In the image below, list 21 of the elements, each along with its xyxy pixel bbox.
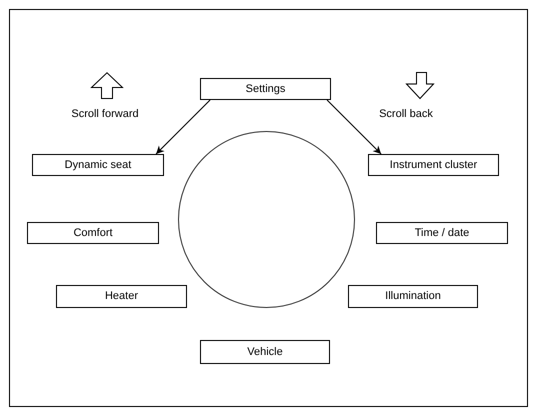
menu-item-box xyxy=(376,222,508,244)
menu-item-label: Illumination xyxy=(385,290,441,303)
scroll-direction-label: Scroll back xyxy=(379,108,433,121)
menu-item-label: Settings xyxy=(246,82,286,96)
menu-item-label: Instrument cluster xyxy=(390,158,478,172)
menu-item-label: Time / date xyxy=(414,226,470,240)
menu-item-label: Comfort xyxy=(73,226,113,240)
menu-item-box xyxy=(200,340,330,364)
menu-item-box xyxy=(32,154,164,176)
arrow xyxy=(156,100,211,154)
menu-item-box xyxy=(56,285,187,308)
scroll-direction-label: Scroll forward xyxy=(71,108,139,121)
menu-item-box xyxy=(368,154,499,176)
menu-item-label: Dynamic seat xyxy=(64,158,132,172)
selector-circle xyxy=(178,131,355,308)
menu-item-box xyxy=(348,285,478,308)
menu-item-box xyxy=(200,78,331,100)
menu-item-box xyxy=(27,222,159,244)
arrow xyxy=(326,100,382,154)
menu-item-label: Vehicle xyxy=(247,346,283,358)
menu-item-label: Heater xyxy=(104,290,138,303)
